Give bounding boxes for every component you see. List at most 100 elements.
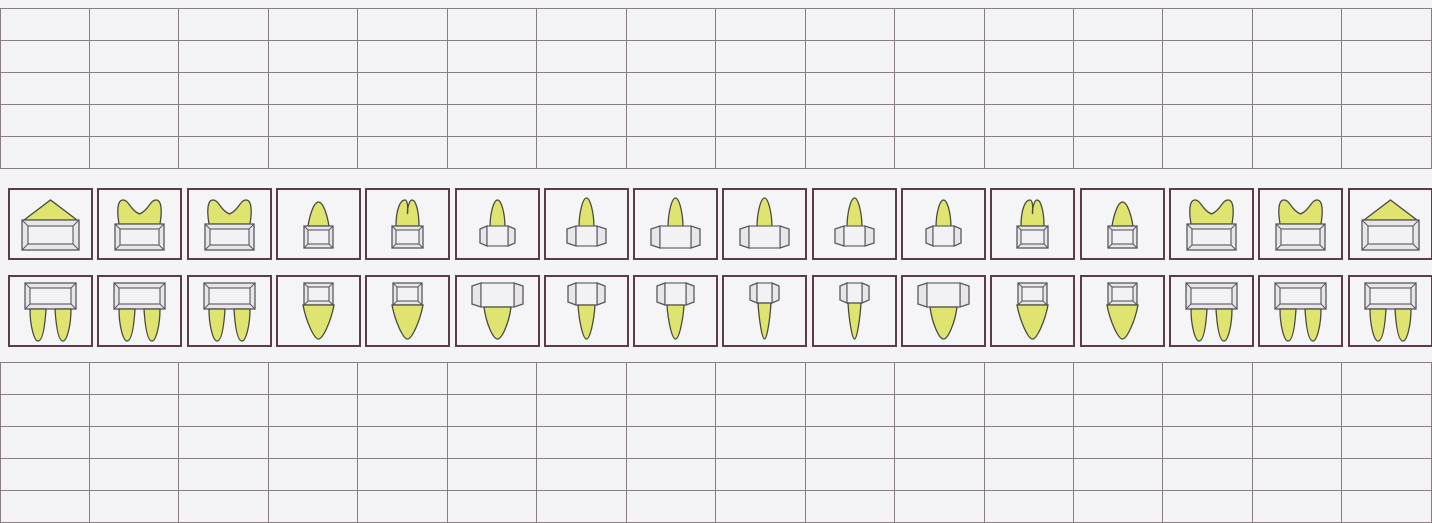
grid-cell[interactable] — [268, 41, 357, 73]
grid-cell[interactable] — [805, 427, 894, 459]
grid-cell[interactable] — [1163, 9, 1252, 41]
grid-cell[interactable] — [1, 105, 90, 137]
grid-cell[interactable] — [358, 491, 447, 523]
grid-cell[interactable] — [90, 105, 179, 137]
grid-cell[interactable] — [179, 137, 268, 169]
grid-cell[interactable] — [1252, 363, 1341, 395]
grid-cell[interactable] — [179, 73, 268, 105]
grid-cell[interactable] — [626, 41, 715, 73]
grid-cell[interactable] — [805, 73, 894, 105]
grid-cell[interactable] — [895, 73, 984, 105]
grid-cell[interactable] — [90, 491, 179, 523]
grid-cell[interactable] — [447, 363, 536, 395]
grid-cell[interactable] — [90, 73, 179, 105]
grid-cell[interactable] — [358, 137, 447, 169]
grid-cell[interactable] — [626, 363, 715, 395]
tooth-cell[interactable] — [8, 275, 93, 347]
tooth-cell[interactable] — [8, 188, 93, 260]
grid-cell[interactable] — [537, 459, 626, 491]
grid-cell[interactable] — [358, 395, 447, 427]
grid-cell[interactable] — [90, 41, 179, 73]
tooth-cell[interactable] — [722, 188, 807, 260]
grid-cell[interactable] — [537, 73, 626, 105]
grid-cell[interactable] — [984, 137, 1073, 169]
tooth-cell[interactable] — [990, 188, 1075, 260]
grid-cell[interactable] — [90, 363, 179, 395]
grid-cell[interactable] — [90, 427, 179, 459]
grid-cell[interactable] — [805, 41, 894, 73]
grid-cell[interactable] — [537, 395, 626, 427]
tooth-cell[interactable] — [1258, 275, 1343, 347]
grid-cell[interactable] — [268, 137, 357, 169]
grid-cell[interactable] — [805, 363, 894, 395]
grid-cell[interactable] — [805, 9, 894, 41]
grid-cell[interactable] — [1252, 491, 1341, 523]
grid-cell[interactable] — [268, 427, 357, 459]
grid-cell[interactable] — [1163, 41, 1252, 73]
grid-cell[interactable] — [268, 73, 357, 105]
grid-cell[interactable] — [358, 73, 447, 105]
grid-cell[interactable] — [895, 137, 984, 169]
grid-cell[interactable] — [626, 459, 715, 491]
grid-cell[interactable] — [805, 395, 894, 427]
grid-cell[interactable] — [895, 491, 984, 523]
tooth-cell[interactable] — [1258, 188, 1343, 260]
tooth-cell[interactable] — [276, 188, 361, 260]
grid-cell[interactable] — [716, 427, 805, 459]
tooth-cell[interactable] — [97, 188, 182, 260]
grid-cell[interactable] — [179, 395, 268, 427]
grid-cell[interactable] — [984, 459, 1073, 491]
tooth-cell[interactable] — [365, 275, 450, 347]
grid-cell[interactable] — [1, 137, 90, 169]
grid-cell[interactable] — [716, 137, 805, 169]
grid-cell[interactable] — [716, 491, 805, 523]
grid-cell[interactable] — [1342, 9, 1432, 41]
tooth-cell[interactable] — [901, 275, 986, 347]
grid-cell[interactable] — [1342, 105, 1432, 137]
grid-cell[interactable] — [1342, 427, 1432, 459]
tooth-cell[interactable] — [1348, 275, 1432, 347]
grid-cell[interactable] — [895, 395, 984, 427]
grid-cell[interactable] — [1, 395, 90, 427]
grid-cell[interactable] — [358, 105, 447, 137]
tooth-cell[interactable] — [1169, 188, 1254, 260]
tooth-cell[interactable] — [901, 188, 986, 260]
grid-cell[interactable] — [1342, 137, 1432, 169]
grid-cell[interactable] — [626, 137, 715, 169]
grid-cell[interactable] — [537, 427, 626, 459]
grid-cell[interactable] — [447, 137, 536, 169]
grid-cell[interactable] — [984, 9, 1073, 41]
grid-cell[interactable] — [1073, 41, 1162, 73]
grid-cell[interactable] — [1073, 395, 1162, 427]
grid-cell[interactable] — [626, 73, 715, 105]
grid-cell[interactable] — [1163, 459, 1252, 491]
grid-cell[interactable] — [984, 491, 1073, 523]
grid-cell[interactable] — [895, 459, 984, 491]
tooth-cell[interactable] — [722, 275, 807, 347]
tooth-cell[interactable] — [455, 275, 540, 347]
grid-cell[interactable] — [716, 9, 805, 41]
grid-cell[interactable] — [1163, 395, 1252, 427]
tooth-cell[interactable] — [276, 275, 361, 347]
grid-cell[interactable] — [1073, 137, 1162, 169]
tooth-cell[interactable] — [187, 188, 272, 260]
grid-cell[interactable] — [716, 41, 805, 73]
grid-cell[interactable] — [268, 395, 357, 427]
grid-cell[interactable] — [537, 41, 626, 73]
tooth-cell[interactable] — [812, 275, 897, 347]
grid-cell[interactable] — [984, 105, 1073, 137]
grid-cell[interactable] — [1, 427, 90, 459]
grid-cell[interactable] — [447, 427, 536, 459]
tooth-cell[interactable] — [1080, 275, 1165, 347]
grid-cell[interactable] — [1342, 363, 1432, 395]
grid-cell[interactable] — [537, 491, 626, 523]
grid-cell[interactable] — [1073, 363, 1162, 395]
grid-cell[interactable] — [984, 395, 1073, 427]
grid-cell[interactable] — [537, 9, 626, 41]
grid-cell[interactable] — [805, 105, 894, 137]
grid-cell[interactable] — [1252, 9, 1341, 41]
grid-cell[interactable] — [1, 73, 90, 105]
grid-cell[interactable] — [805, 459, 894, 491]
grid-cell[interactable] — [447, 41, 536, 73]
grid-cell[interactable] — [358, 459, 447, 491]
